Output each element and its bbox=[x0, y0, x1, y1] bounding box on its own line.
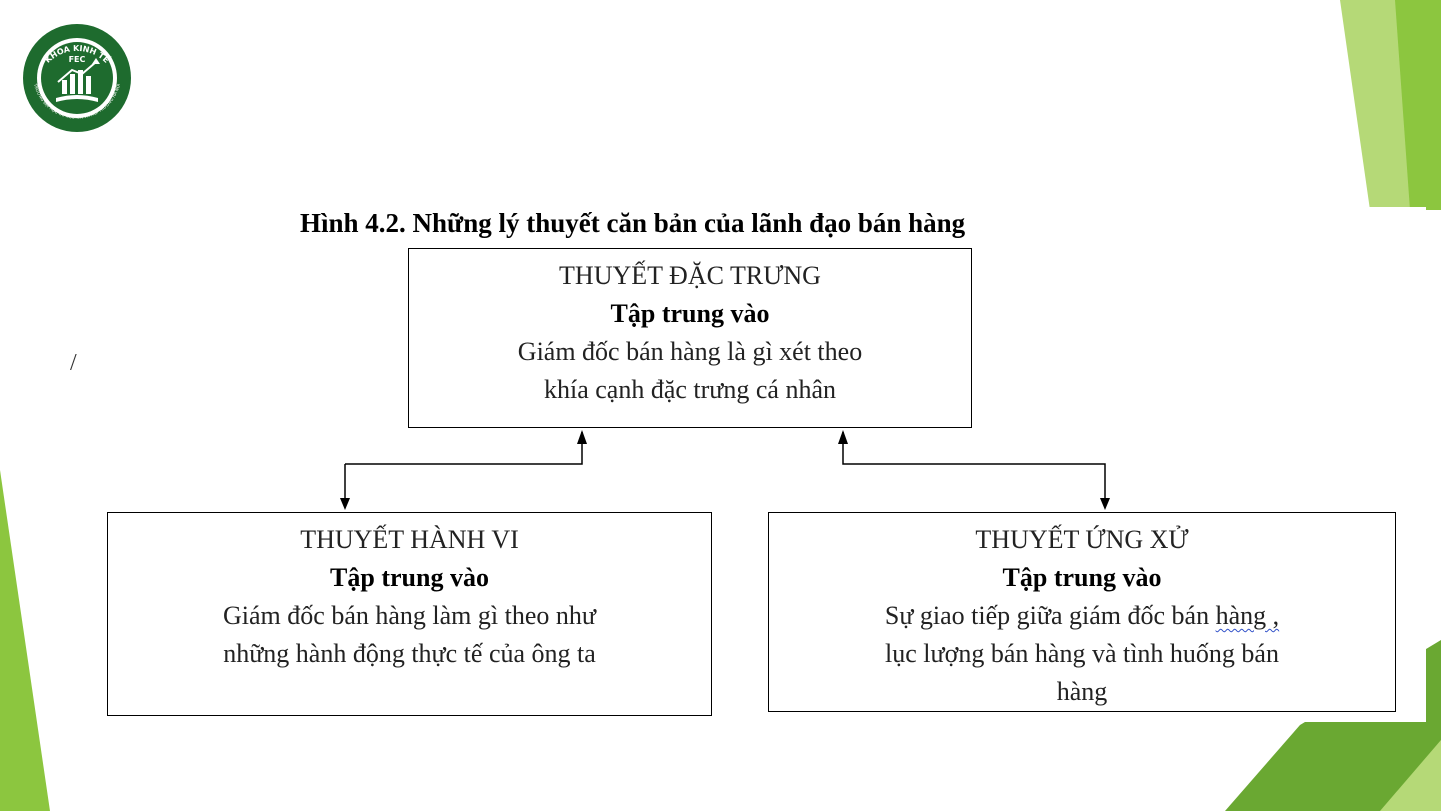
bar-chart-icon bbox=[62, 70, 91, 94]
connector-left-to-top bbox=[345, 432, 583, 465]
contingency-theory-line3: hàng bbox=[1056, 677, 1108, 706]
logo-abbr: FEC bbox=[69, 55, 86, 64]
behavior-theory-line1: Giám đốc bán hàng làm gì theo như bbox=[223, 601, 596, 630]
behavior-theory-focus: Tập trung vào bbox=[330, 563, 489, 592]
decor-top-right-dark bbox=[1395, 0, 1441, 210]
behavior-theory-heading: THUYẾT HÀNH VI bbox=[300, 525, 519, 554]
contingency-theory-focus: Tập trung vào bbox=[1002, 563, 1162, 592]
trait-theory-heading: THUYẾT ĐẶC TRƯNG bbox=[559, 261, 821, 290]
box-contingency-theory: THUYẾT ỨNG XỬ Tập trung vào Sự giao tiếp… bbox=[768, 512, 1396, 712]
connector-top-to-right bbox=[842, 432, 1106, 500]
book-icon bbox=[56, 95, 98, 102]
behavior-theory-line2: những hành động thực tế của ông ta bbox=[223, 639, 596, 668]
arrowhead-right-box bbox=[1100, 498, 1110, 510]
arrowhead-left-box bbox=[340, 498, 350, 510]
trait-theory-focus: Tập trung vào bbox=[610, 299, 770, 328]
decor-left-bottom bbox=[0, 470, 50, 811]
arrowhead-top-right bbox=[838, 430, 848, 444]
spellcheck-squiggle-text: hàng , bbox=[1215, 601, 1280, 630]
contingency-theory-line1-text: Sự giao tiếp giữa giám đốc bán bbox=[884, 601, 1216, 630]
figure-title: Hình 4.2. Những lý thuyết căn bản của lã… bbox=[300, 208, 966, 238]
contingency-theory-line2: lục lượng bán hàng và tình huống bán bbox=[885, 639, 1279, 668]
decor-bottom-right-light bbox=[1380, 740, 1441, 811]
faculty-logo: KHOA KINH TẾ TRƯỜNG ĐẠI HỌC TÀI NGUYÊN V… bbox=[23, 24, 131, 132]
arrow-head-icon bbox=[92, 58, 100, 64]
contingency-theory-line1: Sự giao tiếp giữa giám đốc bán hàng , bbox=[769, 597, 1395, 635]
arrowhead-top-left bbox=[577, 430, 587, 444]
contingency-theory-heading: THUYẾT ỨNG XỬ bbox=[975, 525, 1189, 554]
trait-theory-line2: khía cạnh đặc trưng cá nhân bbox=[543, 375, 837, 404]
box-trait-theory: THUYẾT ĐẶC TRƯNG Tập trung vào Giám đốc … bbox=[408, 248, 972, 428]
trend-arrow-icon bbox=[57, 61, 97, 83]
box-behavior-theory: THUYẾT HÀNH VI Tập trung vào Giám đốc bá… bbox=[107, 512, 712, 716]
stray-mark: / bbox=[70, 350, 77, 376]
trait-theory-line1: Giám đốc bán hàng là gì xét theo bbox=[517, 337, 863, 366]
